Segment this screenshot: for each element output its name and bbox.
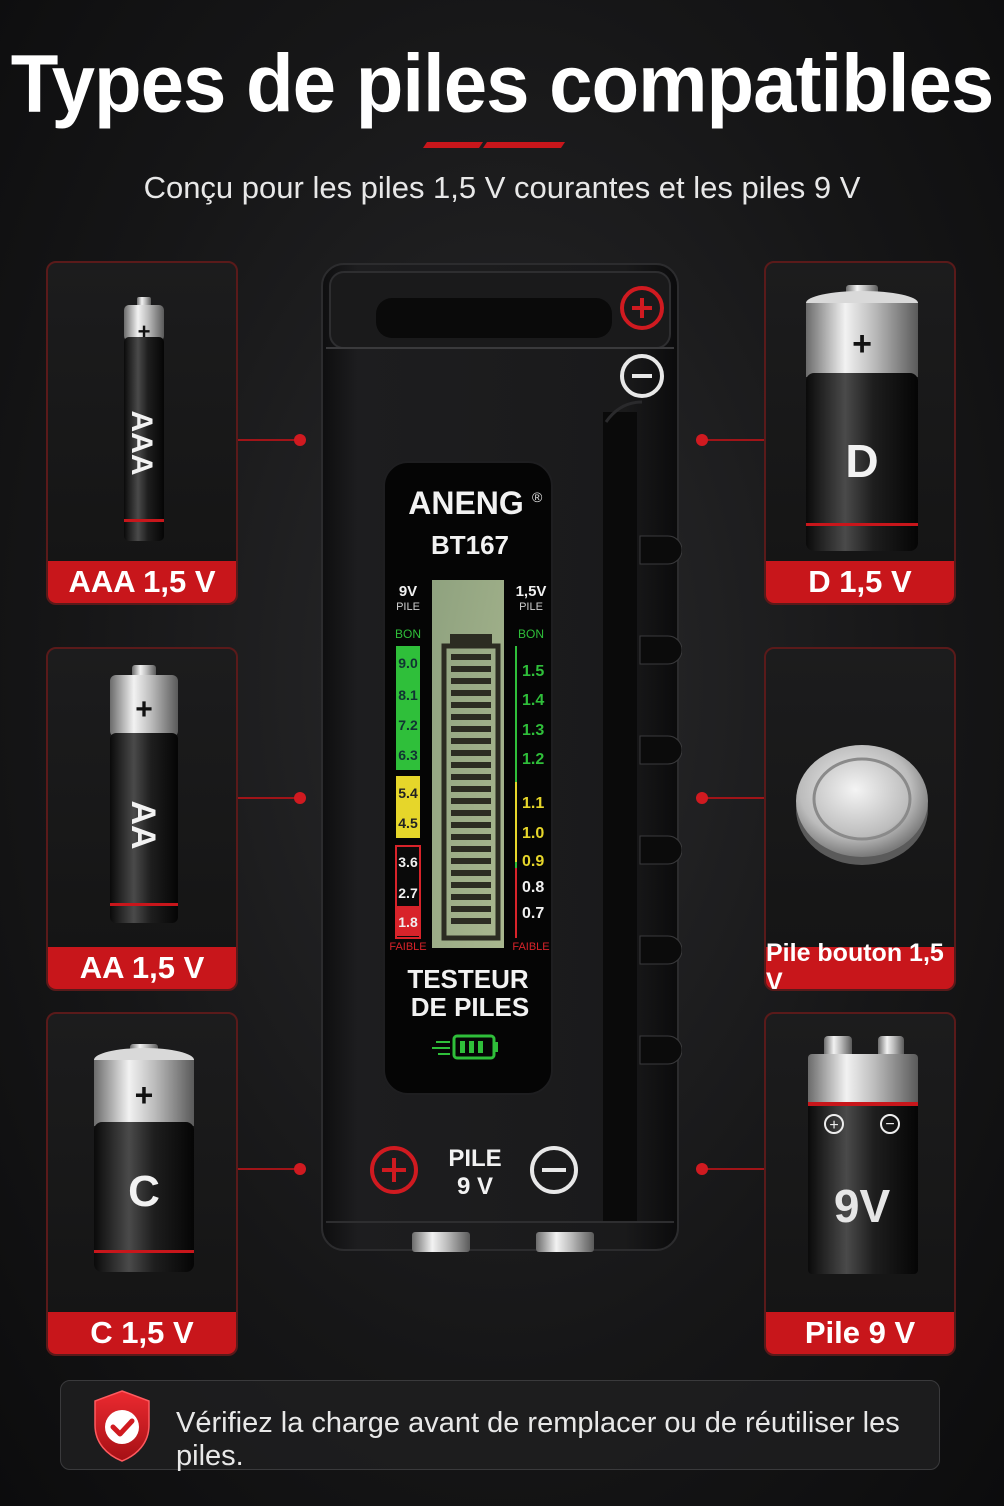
card-label-aaa: AAA 1,5 V: [48, 561, 236, 603]
card-coin: Pile bouton 1,5 V: [764, 647, 956, 991]
left-good-label: BON: [395, 627, 421, 641]
connector-aa: [238, 797, 300, 799]
left-weak-label: FAIBLE: [389, 941, 426, 953]
connector-dot-9v: [696, 1163, 708, 1175]
connector-coin: [702, 797, 764, 799]
top-plus-terminal-icon: [620, 286, 664, 330]
brand-logo: ANENG: [408, 485, 524, 521]
shield-check-icon: [94, 1390, 150, 1462]
right-scale-title: 1,5V: [516, 583, 547, 600]
connector-c: [238, 1168, 300, 1170]
connector-dot-coin: [696, 792, 708, 804]
left-value-6: 3.6: [398, 854, 418, 870]
svg-text:+: +: [829, 1117, 838, 1134]
right-scale-sub: PILE: [519, 601, 543, 613]
svg-text:®: ®: [532, 489, 543, 505]
right-good-label: BON: [518, 627, 544, 641]
connector-dot-d: [696, 434, 708, 446]
nine-volt-slot-label-1: PILE: [448, 1145, 501, 1172]
d-battery-icon: + D: [806, 285, 918, 551]
svg-text:+: +: [135, 1077, 154, 1113]
footer-note: Vérifiez la charge avant de remplacer ou…: [60, 1380, 940, 1472]
right-value-6: 0.9: [522, 853, 544, 870]
left-value-0: 9.0: [398, 655, 418, 671]
lcd-segments: [451, 654, 491, 924]
svg-text:+: +: [138, 319, 151, 344]
connector-dot-aa: [294, 792, 306, 804]
svg-text:+: +: [852, 325, 872, 363]
battery-charge-icon: [432, 1034, 498, 1060]
right-value-0: 1.5: [522, 663, 544, 680]
card-label-9v: Pile 9 V: [766, 1312, 954, 1354]
slider-notches: [639, 535, 682, 1065]
aaa-battery-text: AAA: [125, 411, 158, 476]
battery-tester-device: ANENG ® BT167 9V PILE 1,5V PILE BON BON …: [321, 263, 682, 1252]
connector-d: [702, 439, 764, 441]
page-subtitle: Conçu pour les piles 1,5 V courantes et …: [143, 170, 861, 205]
right-value-2: 1.3: [522, 722, 544, 739]
aa-battery-icon: + AA: [110, 665, 178, 923]
nine-volt-battery-text: 9V: [834, 1180, 891, 1232]
left-value-7: 2.7: [398, 885, 418, 901]
d-battery-text: D: [845, 435, 878, 487]
title-accent-line: [423, 142, 565, 148]
bottom-plus-terminal-icon: [370, 1146, 418, 1194]
nine-volt-slot-label-2: 9 V: [457, 1173, 493, 1200]
model-number: BT167: [431, 530, 509, 560]
left-value-4: 5.4: [398, 785, 418, 801]
right-value-4: 1.1: [522, 795, 544, 812]
coin-battery-icon: [796, 745, 928, 865]
aaa-battery-icon: + AAA: [124, 297, 164, 541]
svg-text:+: +: [135, 693, 153, 726]
connector-9v: [702, 1168, 764, 1170]
left-value-1: 8.1: [398, 687, 418, 703]
card-aaa: + AAA AAA 1,5 V: [46, 261, 238, 605]
left-value-3: 6.3: [398, 747, 418, 763]
card-aa: + AA AA 1,5 V: [46, 647, 238, 991]
card-label-d: D 1,5 V: [766, 561, 954, 603]
connector-dot-aaa: [294, 434, 306, 446]
top-minus-terminal-icon: [620, 354, 664, 398]
card-label-c: C 1,5 V: [48, 1312, 236, 1354]
page-title: Types de piles compatibles: [10, 36, 995, 130]
left-value-2: 7.2: [398, 717, 418, 733]
left-scale-title: 9V: [399, 583, 417, 600]
right-weak-label: FAIBLE: [512, 941, 549, 953]
left-scale-sub: PILE: [396, 601, 420, 613]
product-name-line1: TESTEUR: [407, 964, 529, 994]
nine-volt-battery-icon: + − 9V: [808, 1036, 918, 1274]
right-value-5: 1.0: [522, 825, 544, 842]
right-value-1: 1.4: [522, 692, 544, 709]
left-value-5: 4.5: [398, 815, 418, 831]
footer-text: Vérifiez la charge avant de remplacer ou…: [176, 1407, 900, 1472]
connector-dot-c: [294, 1163, 306, 1175]
card-label-aa: AA 1,5 V: [48, 947, 236, 989]
bottom-minus-terminal-icon: [530, 1146, 578, 1194]
card-label-coin: Pile bouton 1,5 V: [766, 939, 954, 989]
left-value-8: 1.8: [398, 914, 418, 930]
svg-text:−: −: [885, 1116, 894, 1133]
c-battery-icon: + C: [94, 1044, 194, 1272]
card-c: + C C 1,5 V: [46, 1012, 238, 1356]
aa-battery-text: AA: [124, 800, 162, 849]
card-d: + D D 1,5 V: [764, 261, 956, 605]
card-9v: + − 9V Pile 9 V: [764, 1012, 956, 1356]
right-value-8: 0.7: [522, 905, 544, 922]
right-value-3: 1.2: [522, 751, 544, 768]
right-value-7: 0.8: [522, 879, 544, 896]
product-name-line2: DE PILES: [411, 992, 529, 1022]
connector-aaa: [238, 439, 300, 441]
c-battery-text: C: [128, 1167, 160, 1216]
